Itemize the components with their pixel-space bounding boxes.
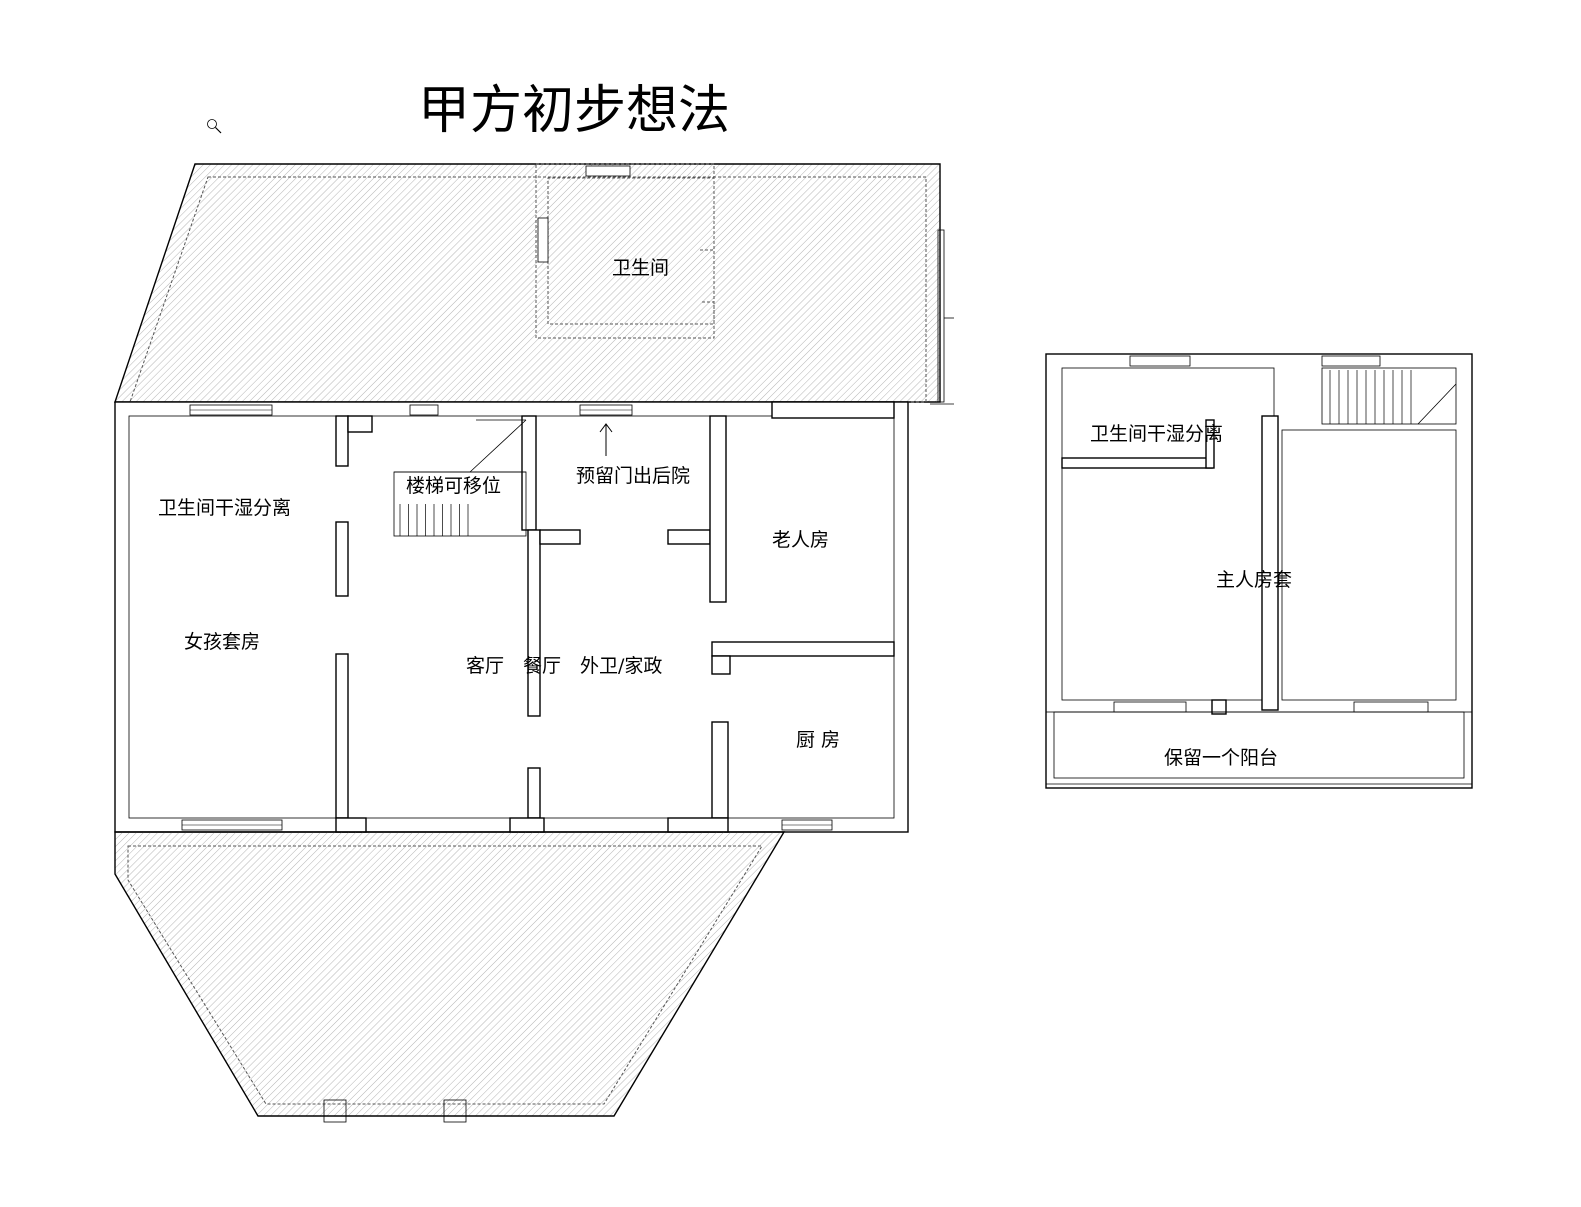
- arrow-up-icon: [599, 423, 613, 456]
- magnifier-icon[interactable]: [207, 119, 222, 134]
- drawing-title: 甲方初步想法: [418, 81, 730, 141]
- label-master-suite: 主人房套: [1216, 569, 1292, 591]
- front-yard: [114, 831, 786, 1123]
- interior-walls: [335, 401, 895, 833]
- label-stair-note: 楼梯可移位: [406, 475, 501, 497]
- rear-bathroom: [535, 163, 715, 339]
- label-rear-wc: 卫生间: [612, 257, 669, 279]
- label-kitchen: 厨 房: [796, 729, 840, 751]
- label-upper-bath-dry-wet: 卫生间干湿分离: [1090, 423, 1223, 445]
- stairs-ground: [393, 419, 527, 537]
- rear-yard: [114, 163, 954, 405]
- label-girl-suite: 女孩套房: [184, 631, 260, 653]
- label-reserved-door: 预留门出后院: [576, 465, 690, 487]
- upper-floor-plan: [1045, 353, 1473, 789]
- label-living-dining: 客厅 餐厅 外卫/家政: [466, 655, 662, 677]
- windows-ground: [181, 404, 833, 831]
- label-bath-dry-wet: 卫生间干湿分离: [158, 497, 291, 519]
- label-balcony: 保留一个阳台: [1164, 747, 1278, 769]
- ground-floor-outer-wall: [114, 401, 909, 833]
- label-elder-room: 老人房: [772, 529, 829, 551]
